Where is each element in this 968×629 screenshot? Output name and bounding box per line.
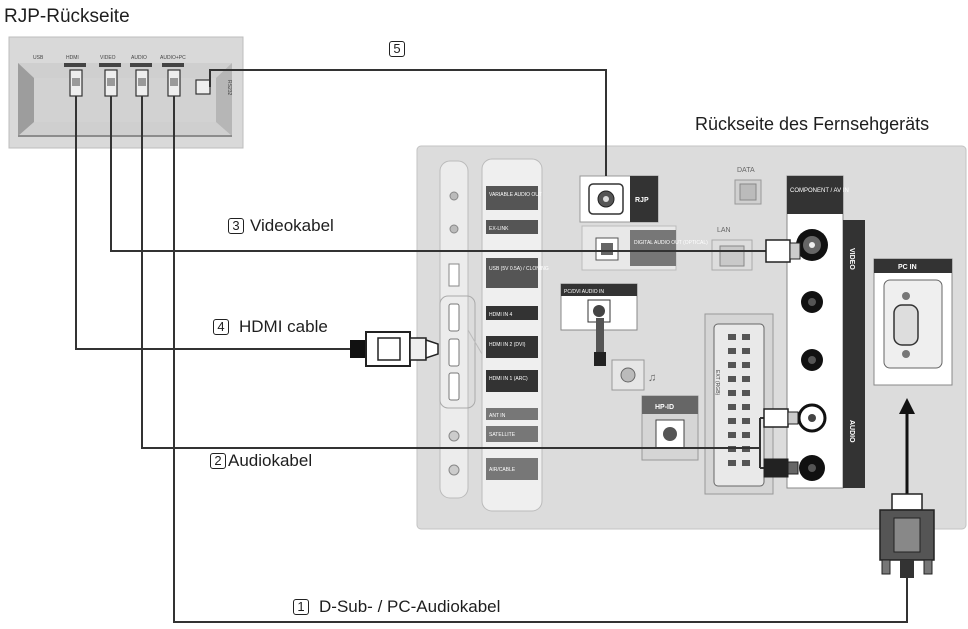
rjp-panel: USB HDMI VIDEO AUDIO AUDIO+PC RS232 — [8, 36, 244, 149]
video-plug — [765, 239, 801, 263]
rjp-title: RJP-Rückseite — [4, 6, 130, 27]
cable-5-number: 5 — [389, 41, 405, 57]
cable-2-text: Audiokabel — [228, 451, 313, 470]
cable-4-label: 4 HDMI cable — [213, 317, 328, 337]
cable-1-text: D-Sub- / PC-Audiokabel — [319, 597, 501, 616]
cable-3-label: 3 Videokabel — [228, 216, 334, 236]
audio-plugs — [763, 408, 799, 478]
cable-3-text: Videokabel — [250, 216, 334, 235]
cable-3-number: 3 — [228, 218, 244, 234]
cable-2-number: 2 — [210, 453, 226, 469]
dsub-plug — [879, 398, 935, 578]
cable-4-text: HDMI cable — [239, 317, 328, 336]
cables — [75, 69, 908, 623]
tv-panel: VARIABLE AUDIO OUT EX-LINK USB (5V 0.5A)… — [416, 145, 967, 530]
cable-1-label: 1 D-Sub- / PC-Audiokabel — [293, 597, 500, 617]
hdmi-plug — [350, 331, 439, 367]
cable-1-number: 1 — [293, 599, 309, 615]
tv-title: Rückseite des Fernsehgeräts — [695, 114, 930, 134]
cable-4-number: 4 — [213, 319, 229, 335]
cable-5-label: 5 — [389, 39, 411, 59]
